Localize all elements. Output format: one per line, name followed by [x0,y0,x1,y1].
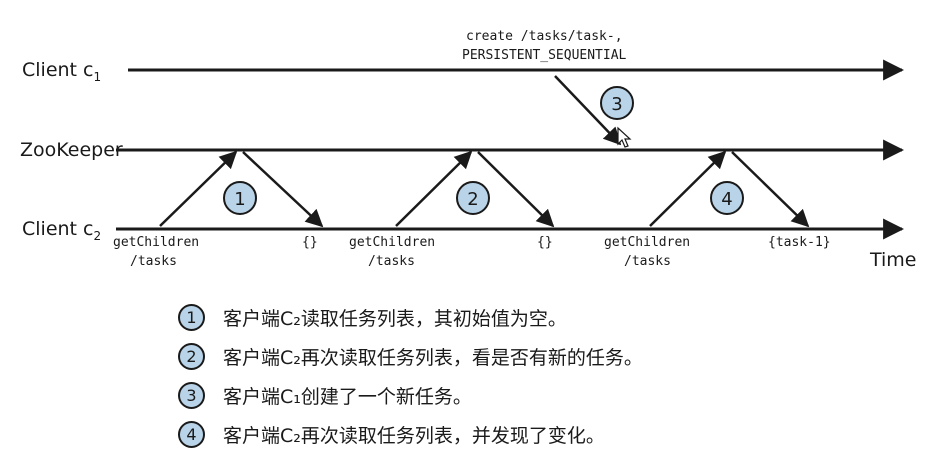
legend-badge-2: 2 [178,343,205,370]
legend-item: 2 客户端C₂再次读取任务列表，看是否有新的任务。 [178,339,798,374]
legend-text-2: 客户端C₂再次读取任务列表，看是否有新的任务。 [223,347,643,369]
svg-text:1: 1 [234,189,245,210]
create-arrow [554,75,622,146]
request-1-result: {} [302,235,318,250]
legend-badge-3: 3 [178,382,205,409]
legend-badge-1: 1 [178,304,205,331]
legend-text-3: 客户端C₁创建了一个新任务。 [223,386,472,408]
legend-item: 3 客户端C₁创建了一个新任务。 [178,378,798,413]
legend-badge-4: 4 [178,421,205,448]
request-1-call: getChildren [113,235,199,250]
lane-label-zookeeper: ZooKeeper [20,139,123,161]
lane-label-client-c1: Client c1 [22,59,101,84]
sequence-diagram: Client c1 ZooKeeper Client c2 Time creat… [20,29,917,271]
request-4-result: {task-1} [768,235,831,250]
create-call-line1: create /tasks/task-, [466,29,623,44]
step-badge-4: 4 [710,181,744,215]
legend-text-4: 客户端C₂再次读取任务列表，并发现了变化。 [223,425,605,447]
legend: 1 客户端C₂读取任务列表，其初始值为空。 2 客户端C₂再次读取任务列表，看是… [178,300,798,456]
request-4-call-path: /tasks [624,254,671,269]
request-2: 2 getChildren /tasks {} [349,150,555,269]
legend-text-1: 客户端C₂读取任务列表，其初始值为空。 [223,308,567,330]
request-2-call: getChildren [349,235,435,250]
svg-text:3: 3 [611,94,622,115]
create-call-line2: PERSISTENT_SEQUENTIAL [462,48,627,63]
legend-item: 4 客户端C₂再次读取任务列表，并发现了变化。 [178,417,798,452]
step-badge-3: 3 [600,86,634,120]
request-2-result: {} [537,235,553,250]
svg-text:4: 4 [721,189,732,210]
svg-text:2: 2 [467,189,478,210]
request-1-call-path: /tasks [130,254,177,269]
step-badge-1: 1 [223,181,257,215]
legend-item: 1 客户端C₂读取任务列表，其初始值为空。 [178,300,798,335]
step-badge-2: 2 [456,181,490,215]
request-4-call: getChildren [604,235,690,250]
lane-label-client-c2: Client c2 [22,218,101,243]
request-4: 4 getChildren /tasks {task-1} [604,150,831,269]
request-2-call-path: /tasks [368,254,415,269]
time-label: Time [869,249,917,271]
request-1: 1 getChildren /tasks {} [113,150,324,269]
cursor-icon [617,126,632,148]
